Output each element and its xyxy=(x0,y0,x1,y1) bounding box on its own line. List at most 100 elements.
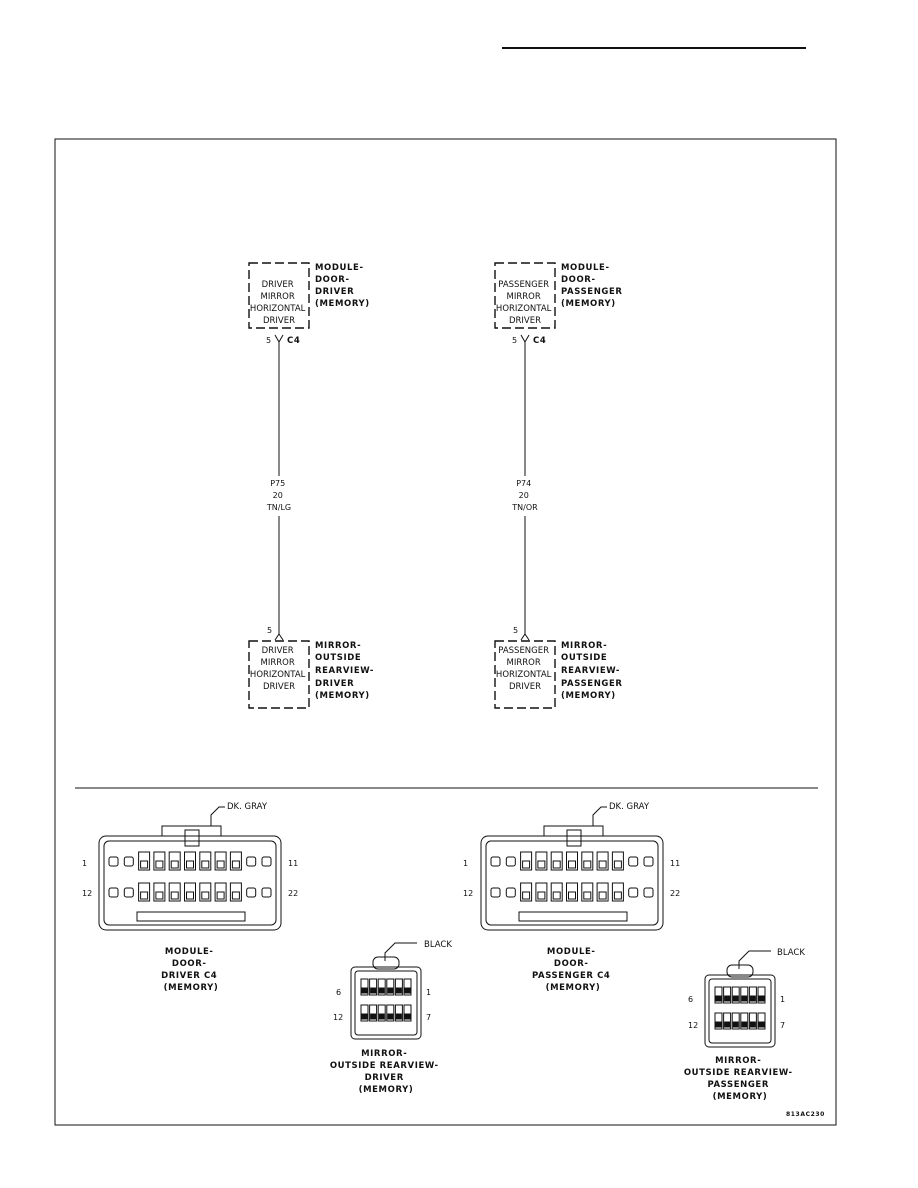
latch-tab xyxy=(184,829,200,847)
pin-terminal xyxy=(758,995,765,1002)
pin-terminal xyxy=(370,1013,377,1020)
driver-wire-circuit: P75 xyxy=(270,479,285,488)
pin-cavity xyxy=(731,1012,740,1030)
connector-caption-line: OUTSIDE REARVIEW- xyxy=(330,1061,439,1071)
pin-terminal xyxy=(361,987,368,994)
pin-cavity xyxy=(108,887,119,898)
connector-color-label: DK. GRAY xyxy=(609,802,650,812)
pin-terminal xyxy=(613,891,622,900)
pin-cavity xyxy=(199,882,212,902)
passenger-module-name-line: PASSENGER xyxy=(561,287,623,297)
passenger-mirror-box xyxy=(494,640,556,709)
pin-cavity xyxy=(261,856,272,867)
passenger-module-function-line: PASSENGER xyxy=(498,280,549,290)
pin-cavity xyxy=(723,986,732,1004)
pin-terminal xyxy=(231,891,240,900)
connector-base-slot xyxy=(518,911,628,922)
driver-module-connector-view: DK. GRAY 1 11 12 22 MODULE- DOOR- DRIVER… xyxy=(82,802,298,993)
driver-wire-color: TN/LG xyxy=(266,503,291,512)
pin-terminal xyxy=(537,891,546,900)
connector-caption-line: (MEMORY) xyxy=(164,983,219,993)
passenger-mirror-function-line: HORIZONTAL xyxy=(496,670,552,680)
pin-cavity xyxy=(550,851,563,871)
svg-text:MIRROR- OUTSIDE RE: MIRROR- OUTSIDE REARVIEW- DRIVER (MEMORY… xyxy=(315,641,378,701)
pin-terminal xyxy=(749,995,756,1002)
pin-terminal xyxy=(395,1013,402,1020)
figure-code: 813AC230 xyxy=(786,1111,825,1118)
connector-pin-label: 12 xyxy=(333,1013,343,1022)
svg-text:PASSENGER MIRROR H: PASSENGER MIRROR HORIZONTAL DRIVER xyxy=(496,280,554,326)
pin-terminal xyxy=(598,860,607,869)
pin-terminal xyxy=(378,987,385,994)
pin-cavity xyxy=(505,856,516,867)
svg-text:MIRROR- OUTSIDE REARVIEW: MIRROR- OUTSIDE REARVIEW- DRIVER (MEMORY… xyxy=(330,1049,442,1095)
pin-cavity xyxy=(138,882,151,902)
connector-pin-label: 1 xyxy=(426,988,431,997)
svg-text:P74 20 TN/OR: P74 20 TN/OR xyxy=(511,479,538,512)
passenger-module-name-line: DOOR- xyxy=(561,275,596,285)
connector-pin-label: 1 xyxy=(463,859,468,868)
connector-pin-label: 12 xyxy=(82,889,92,898)
passenger-wire-circuit: P74 xyxy=(516,479,531,488)
connector-pin-label: 22 xyxy=(288,889,298,898)
pin-cavity xyxy=(377,978,386,996)
connector-caption-line: MODULE- xyxy=(547,947,596,957)
color-leader-line xyxy=(384,942,417,961)
passenger-wire-color: TN/OR xyxy=(511,503,538,512)
passenger-wire-gauge: 20 xyxy=(519,491,529,500)
connector-pin-label: 12 xyxy=(688,1021,698,1030)
connector-caption-line: MODULE- xyxy=(165,947,214,957)
svg-text:DRIVER MIRROR HORI: DRIVER MIRROR HORIZONTAL DRIVER xyxy=(250,280,308,326)
passenger-module-connector-view: DK. GRAY 1 11 12 22 MODULE- DOOR- PASSEN… xyxy=(463,802,680,993)
pin-cavity xyxy=(566,882,578,902)
pin-cavity xyxy=(723,1012,732,1030)
pin-terminal xyxy=(201,891,210,900)
driver-circuit: DRIVER MIRROR HORIZONTAL DRIVER MODULE- … xyxy=(248,262,378,709)
driver-mirror-name-line: MIRROR- xyxy=(315,641,361,651)
pin-terminal xyxy=(522,860,531,869)
svg-text:MODULE- DOOR- DRIV: MODULE- DOOR- DRIVER C4 (MEMORY) xyxy=(161,947,221,993)
passenger-module-name-line: (MEMORY) xyxy=(561,299,616,309)
driver-mirror-box xyxy=(248,640,310,709)
connector-pin-label: 11 xyxy=(670,859,680,868)
pin-terminal xyxy=(732,995,739,1002)
driver-mirror-function-line: DRIVER xyxy=(263,682,295,692)
connector-inner-body xyxy=(103,840,277,926)
passenger-mirror-function-line: MIRROR xyxy=(507,658,541,668)
connector-latch xyxy=(543,825,604,836)
driver-module-name-line: MODULE- xyxy=(315,263,364,273)
connector-color-label: BLACK xyxy=(777,948,805,958)
pin-terminal xyxy=(170,891,179,900)
connector-base-slot xyxy=(136,911,246,922)
pin-terminal xyxy=(537,860,546,869)
passenger-mirror-connector-view: BLACK 6 1 12 7 MIRROR- OUTSIDE REARVIEW-… xyxy=(684,948,806,1102)
connector-pin-label: 22 xyxy=(670,889,680,898)
driver-mirror-function-line: HORIZONTAL xyxy=(250,670,306,680)
pin-cavity xyxy=(740,1012,749,1030)
driver-wire-gauge: 20 xyxy=(273,491,283,500)
driver-mirror-pin: 5 xyxy=(267,626,272,635)
pin-terminal xyxy=(370,987,377,994)
driver-mirror-name-line: DRIVER xyxy=(315,679,354,689)
pin-terminal xyxy=(155,891,164,900)
driver-mirror-name-line: REARVIEW- xyxy=(315,666,374,676)
pin-cavity xyxy=(490,856,501,867)
connector-caption-line: MIRROR- xyxy=(715,1056,761,1066)
pin-cavity xyxy=(628,887,639,898)
connector-caption-line: DOOR- xyxy=(554,959,589,969)
connector-caption-line: OUTSIDE REARVIEW- xyxy=(684,1068,793,1078)
pin-cavity xyxy=(168,851,181,871)
connector-pin-label: 7 xyxy=(426,1013,431,1022)
pin-terminal xyxy=(613,860,622,869)
connector-caption-line: DRIVER xyxy=(365,1073,404,1083)
pin-cavity xyxy=(596,882,609,902)
passenger-mirror-pin: 5 xyxy=(513,626,518,635)
driver-mirror-terminal xyxy=(274,633,284,641)
pin-terminal xyxy=(724,1021,731,1028)
pin-cavity xyxy=(581,882,594,902)
pin-cavity xyxy=(714,1012,723,1030)
pin-terminal xyxy=(378,1013,385,1020)
pin-cavity xyxy=(214,882,227,902)
passenger-mirror-terminal xyxy=(520,633,530,641)
connector-pin-label: 11 xyxy=(288,859,298,868)
